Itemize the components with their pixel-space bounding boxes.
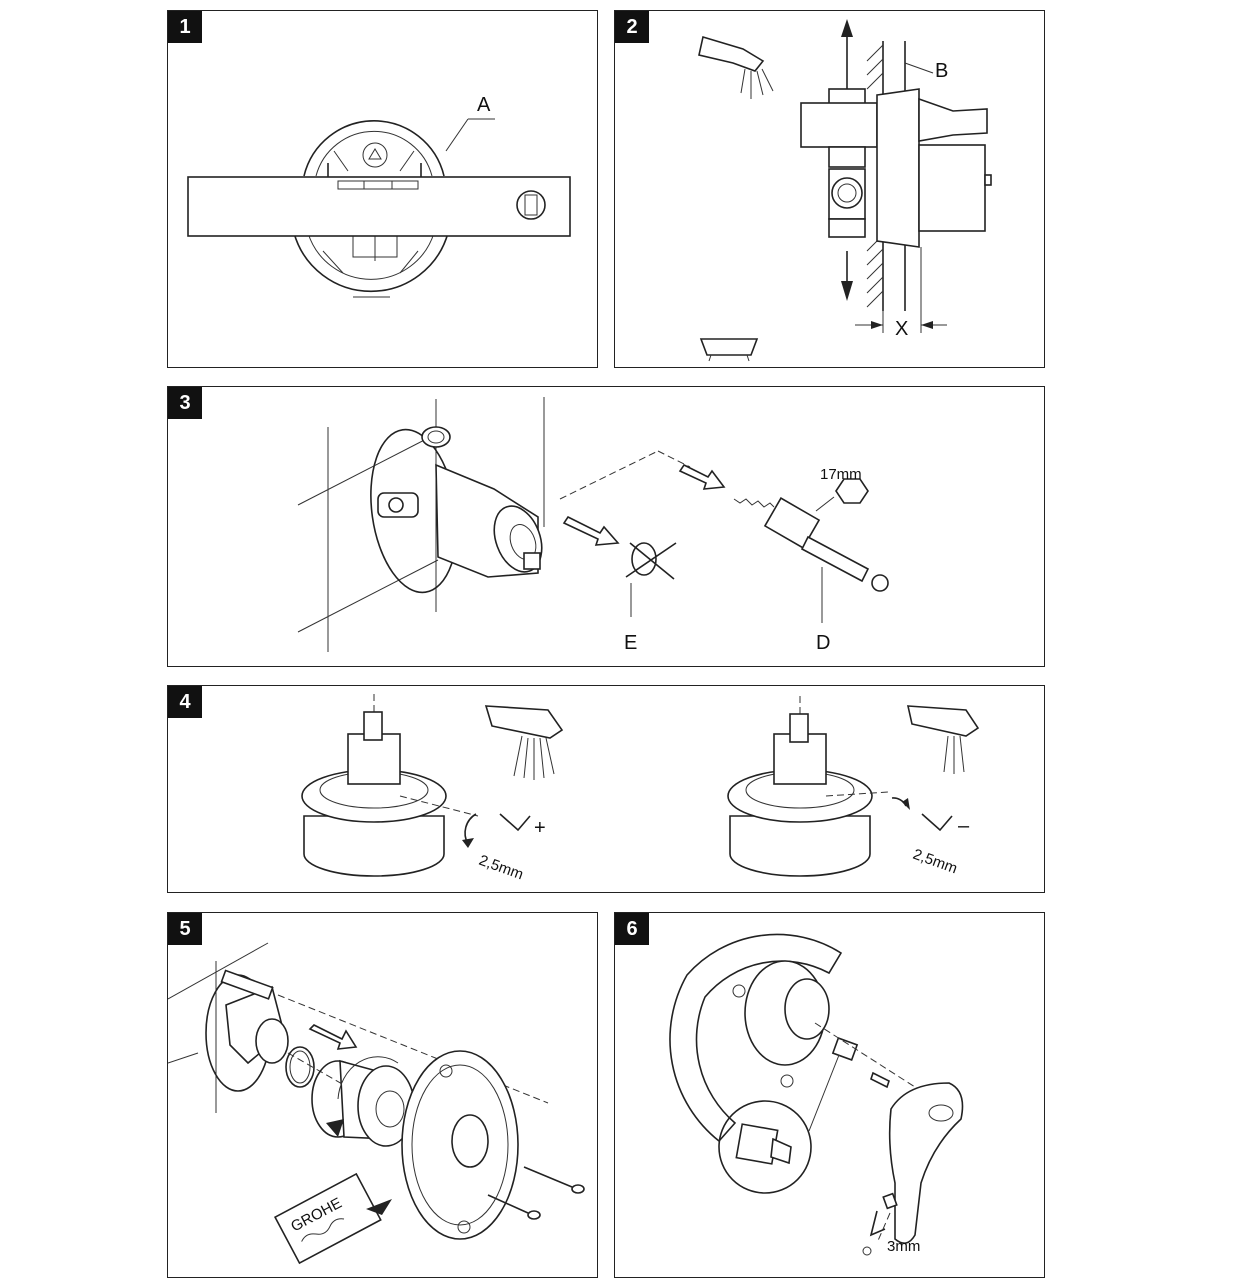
hex-size-left: 2,5mm	[477, 852, 526, 884]
panel-6: 6 3mm	[614, 912, 1045, 1278]
panel-3: 3 E	[167, 386, 1045, 667]
mounting-depth-illustration: B X	[698, 19, 992, 362]
cartridge-right	[727, 696, 889, 877]
hex-size-label: 3mm	[887, 1238, 920, 1255]
label-e: E	[624, 632, 637, 654]
label-b: B	[935, 60, 948, 82]
label-x: X	[895, 318, 908, 340]
panel-6-number: 6	[615, 913, 649, 945]
label-a: A	[477, 94, 491, 116]
panel-4-number: 4	[168, 686, 202, 718]
panel-3-number: 3	[168, 387, 202, 419]
minus-label: –	[958, 815, 970, 837]
label-d: D	[816, 632, 830, 654]
panel-2-number: 2	[615, 11, 649, 43]
panel-4: 4 + 2,5mm	[167, 685, 1045, 893]
panel-5-number: 5	[168, 913, 202, 945]
cartridge-left	[301, 694, 479, 877]
plus-label: +	[534, 817, 546, 839]
spirit-level-illustration: A	[187, 94, 571, 298]
hex-size-right: 2,5mm	[911, 846, 960, 878]
temperature-limit-illustration: + 2,5mm – 2,5mm	[301, 694, 980, 884]
panel-5: 5	[167, 912, 598, 1278]
wrench-size-label: 17mm	[820, 466, 862, 483]
panel-2: 2 B	[614, 10, 1045, 368]
panel-1-number: 1	[168, 11, 202, 43]
escutcheon-install-illustration: GROHE	[168, 942, 585, 1265]
lever-install-illustration: 3mm	[669, 933, 964, 1256]
cartridge-replacement-illustration: E D 17mm	[297, 397, 889, 654]
panel-1: 1 A	[167, 10, 598, 368]
